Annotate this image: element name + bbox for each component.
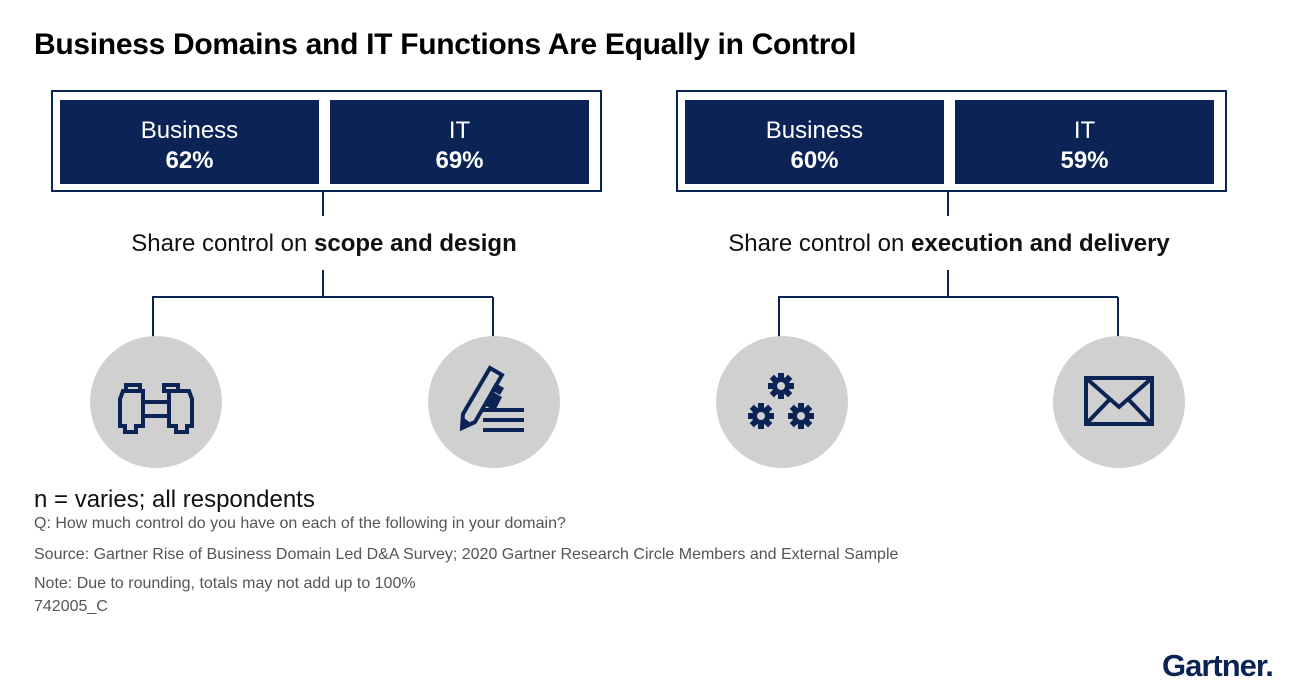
envelope-circle	[1053, 336, 1185, 468]
source-note: Source: Gartner Rise of Business Domain …	[34, 546, 899, 563]
box-value: 59%	[1060, 147, 1109, 174]
business-box-execution: Business 60%	[685, 100, 944, 184]
gears-circle	[716, 336, 848, 468]
caption-scope: Share control on scope and design	[24, 230, 624, 258]
caption-execution: Share control on execution and delivery	[649, 230, 1249, 258]
rounding-note: Note: Due to rounding, totals may not ad…	[34, 575, 416, 592]
box-label: IT	[448, 117, 471, 144]
box-value: 69%	[435, 147, 484, 174]
business-box-scope: Business 62%	[60, 100, 319, 184]
binoculars-circle	[90, 336, 222, 468]
gears-icon	[748, 373, 814, 429]
binoculars-icon	[118, 383, 194, 434]
gartner-logo: Gartner.	[1162, 648, 1274, 683]
sample-size-note: n = varies; all respondents	[34, 486, 315, 513]
box-label: Business	[140, 117, 239, 144]
pencil-document-icon	[459, 365, 524, 432]
caption-prefix: Share control on	[131, 230, 315, 257]
page-title: Business Domains and IT Functions Are Eq…	[34, 28, 857, 61]
box-label: Business	[765, 117, 864, 144]
scope-design-frame: Business 62% IT 69%	[51, 90, 602, 192]
question-note: Q: How much control do you have on each …	[34, 515, 566, 532]
caption-bold: scope and design	[314, 230, 517, 257]
box-value: 60%	[790, 147, 839, 174]
box-label: IT	[1073, 117, 1096, 144]
logo-text: Gartner	[1162, 648, 1266, 683]
caption-prefix: Share control on	[728, 230, 911, 257]
execution-delivery-frame: Business 60% IT 59%	[676, 90, 1227, 192]
it-box-scope: IT 69%	[330, 100, 589, 184]
caption-bold: execution and delivery	[911, 230, 1170, 257]
it-box-execution: IT 59%	[955, 100, 1214, 184]
envelope-icon	[1084, 376, 1154, 426]
figure-code: 742005_C	[34, 598, 108, 615]
pencil-circle	[428, 336, 560, 468]
box-value: 62%	[165, 147, 214, 174]
